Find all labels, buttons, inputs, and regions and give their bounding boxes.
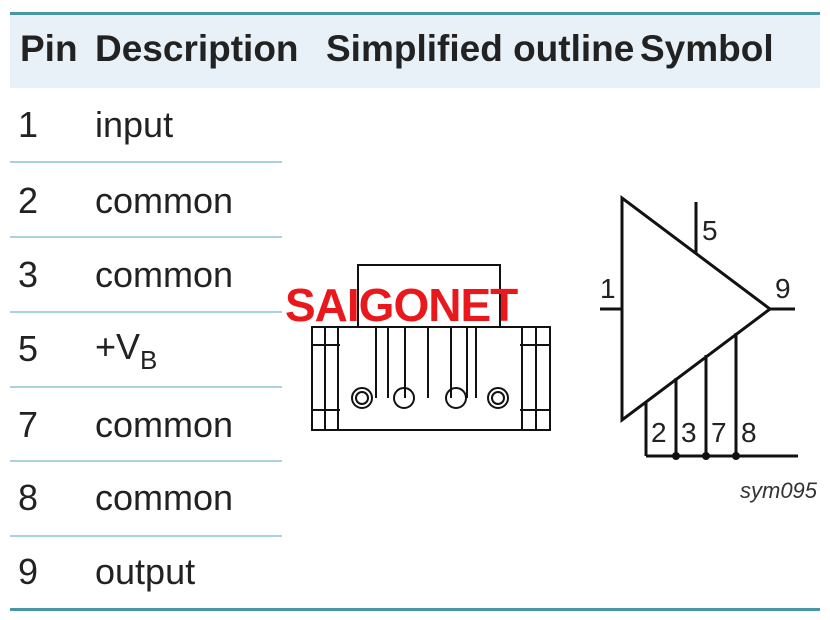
- row-divider: [10, 535, 282, 537]
- row-9-pin: 9: [18, 551, 39, 592]
- symbol-code: sym095: [740, 478, 818, 503]
- symbol-pin-7-label: 7: [711, 417, 727, 448]
- row-5-description-subscript: B: [140, 345, 158, 375]
- row-divider: [10, 460, 282, 462]
- header-description: Description: [95, 28, 299, 69]
- table-header: [10, 15, 820, 88]
- row-3-pin: 3: [18, 254, 39, 295]
- header-symbol: Symbol: [640, 28, 774, 69]
- row-7-description: common: [95, 404, 234, 445]
- row-3-description: common: [95, 254, 234, 295]
- amplifier-symbol: [600, 195, 798, 458]
- table-bottom-rule: [10, 608, 820, 611]
- row-5-pin: 5: [18, 328, 39, 369]
- table-top-rule: [10, 12, 820, 15]
- watermark: SAIGONET: [285, 279, 518, 331]
- row-5-description: +VB: [95, 326, 157, 375]
- row-7-pin: 7: [18, 404, 39, 445]
- symbol-pin-2-label: 2: [651, 417, 667, 448]
- symbol-pin-1-label: 1: [600, 273, 616, 304]
- row-9-description: output: [95, 551, 196, 592]
- row-8-description: common: [95, 477, 234, 518]
- row-divider: [10, 311, 282, 313]
- symbol-pin-9-label: 9: [775, 273, 791, 304]
- row-1-pin: 1: [18, 104, 39, 145]
- row-divider: [10, 236, 282, 238]
- symbol-pin-5-label: 5: [702, 215, 718, 246]
- row-5-description-main: +V: [95, 326, 141, 367]
- header-pin: Pin: [20, 28, 78, 69]
- row-8-pin: 8: [18, 477, 39, 518]
- row-1-description: input: [95, 104, 174, 145]
- heatsink-tab: [311, 326, 551, 431]
- symbol-pin-3-label: 3: [681, 417, 697, 448]
- symbol-pin-8-label: 8: [741, 417, 757, 448]
- header-simplified-outline: Simplified outline: [326, 28, 635, 69]
- row-2-pin: 2: [18, 180, 39, 221]
- row-2-description: common: [95, 180, 234, 221]
- row-divider: [10, 161, 282, 163]
- row-divider: [10, 386, 282, 388]
